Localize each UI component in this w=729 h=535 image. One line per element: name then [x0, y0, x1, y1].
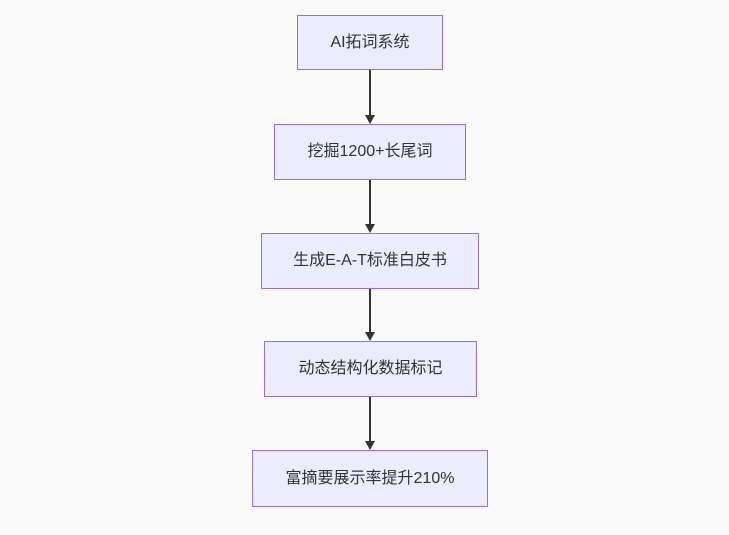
arrow-line — [369, 70, 371, 115]
flow-node-label: AI拓词系统 — [330, 33, 410, 51]
arrow-line — [369, 397, 371, 441]
flow-node-label: 挖掘1200+长尾词 — [307, 143, 433, 160]
arrow-line — [369, 289, 371, 332]
flow-node-longtail-mining: 挖掘1200+长尾词 — [274, 124, 466, 180]
flow-node-label: 生成E-A-T标准白皮书 — [293, 252, 447, 269]
flow-arrow-2 — [364, 180, 376, 233]
flow-node-label: 动态结构化数据标记 — [298, 360, 443, 377]
arrowhead-down-icon — [365, 441, 375, 450]
flow-node-rich-snippet-result: 富摘要展示率提升210% — [252, 450, 488, 507]
arrowhead-down-icon — [365, 332, 375, 341]
arrowhead-down-icon — [365, 224, 375, 233]
arrow-line — [369, 180, 371, 224]
flow-node-structured-data-markup: 动态结构化数据标记 — [264, 341, 477, 397]
flow-node-ai-keyword-system: AI拓词系统 — [297, 15, 443, 70]
arrowhead-down-icon — [365, 115, 375, 124]
flow-arrow-4 — [364, 397, 376, 450]
flow-node-eat-whitepaper: 生成E-A-T标准白皮书 — [261, 233, 479, 289]
flow-arrow-1 — [364, 70, 376, 124]
flow-arrow-3 — [364, 289, 376, 341]
flow-node-label: 富摘要展示率提升210% — [285, 469, 455, 487]
